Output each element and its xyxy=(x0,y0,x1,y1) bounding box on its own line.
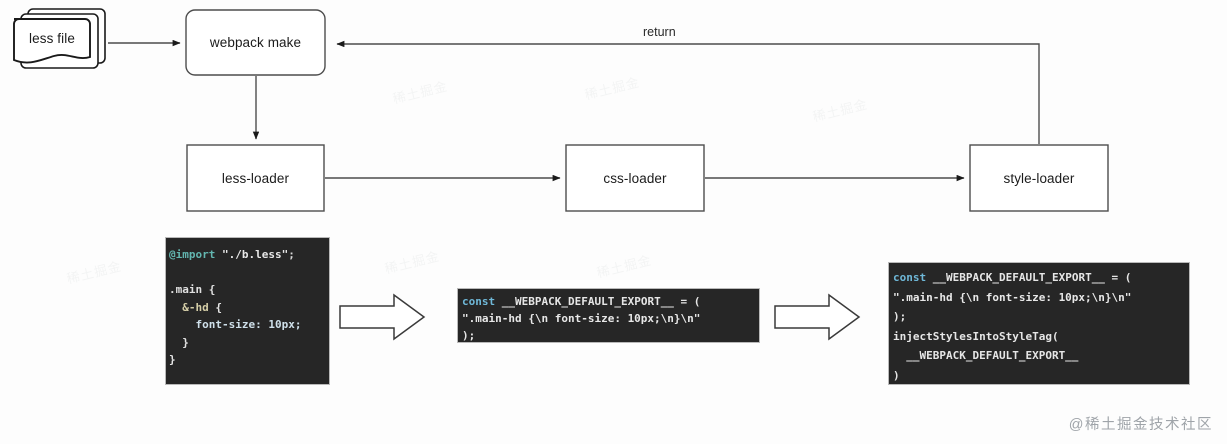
edge-styleloader-to-webpackmake-return xyxy=(336,40,1040,144)
corner-watermark: @稀土掘金技术社区 xyxy=(1068,417,1213,433)
node-webpack-make-shape[interactable] xyxy=(185,9,326,76)
code-block-css-loader-output: const __WEBPACK_DEFAULT_EXPORT__ = ( ".m… xyxy=(457,288,760,343)
block-arrow-css-to-style xyxy=(774,293,861,341)
node-webpack-make-label: webpack make xyxy=(209,35,302,50)
code-block-less-source: @import "./b.less"; .main { &-hd { font-… xyxy=(165,237,330,385)
node-less-loader-shape[interactable] xyxy=(186,144,325,212)
node-less-loader-label: less-loader xyxy=(221,170,290,186)
node-style-loader-label: style-loader xyxy=(1003,170,1075,186)
code-block-style-loader-output: const __WEBPACK_DEFAULT_EXPORT__ = ( ".m… xyxy=(888,262,1190,385)
node-less-file-label: less file xyxy=(29,30,75,46)
node-style-loader-shape[interactable] xyxy=(969,144,1109,212)
block-arrow-less-to-css xyxy=(339,293,426,341)
node-less-file[interactable] xyxy=(13,8,106,69)
node-css-loader-shape[interactable] xyxy=(565,144,705,212)
node-css-loader-label: css-loader xyxy=(603,170,667,186)
edge-label-return: return xyxy=(643,25,676,39)
